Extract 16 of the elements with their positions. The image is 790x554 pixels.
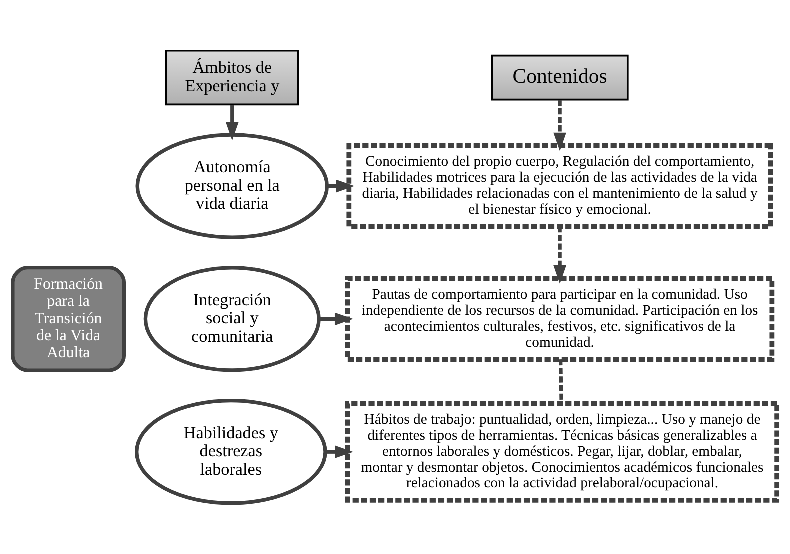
arrow	[554, 226, 566, 284]
node-box: Ámbitos de Experiencia y	[165, 50, 300, 106]
arrow	[328, 180, 355, 193]
arrow	[554, 100, 566, 152]
node-ellipse: Habilidades y destrezas laborales	[135, 399, 328, 506]
node-box: Hábitos de trabajo: puntualidad, orden, limpieza... Uso y manejo de diferentes tipos de herramientas. Técnicas básicas generalizables a entornos laborales y domésticos. Pegar, lijar, doblar, embalar, montar y desmontar objetos. Conocimientos académicos funcionales relacionados con la actividad prelaboral/ocupacional.	[345, 401, 780, 503]
arrow	[326, 446, 354, 459]
arrow	[319, 312, 354, 326]
arrow	[226, 105, 239, 141]
node-box: Formación para la Transición de la Vida Adulta	[11, 266, 126, 372]
node-box: Contenidos	[491, 54, 629, 101]
node-box: Conocimiento del propio cuerpo, Regulación del comportamiento, Habilidades motrices para la ejecución de las actividades de la vida diaria, Habilidades relacionadas con el mantenimiento de la salud y el bienestar físico y emocional.	[346, 143, 774, 230]
node-box: Pautas de comportamiento para participar en la comunidad. Uso independiente de los recursos de la comunidad. Participación en los acontecimientos culturales, festivos, etc. significativos de la comunidad.	[345, 276, 775, 362]
node-ellipse: Autonomía personal en la vida diaria	[136, 133, 330, 240]
node-ellipse: Integración social y comunitaria	[144, 266, 321, 372]
connector	[558, 360, 564, 404]
